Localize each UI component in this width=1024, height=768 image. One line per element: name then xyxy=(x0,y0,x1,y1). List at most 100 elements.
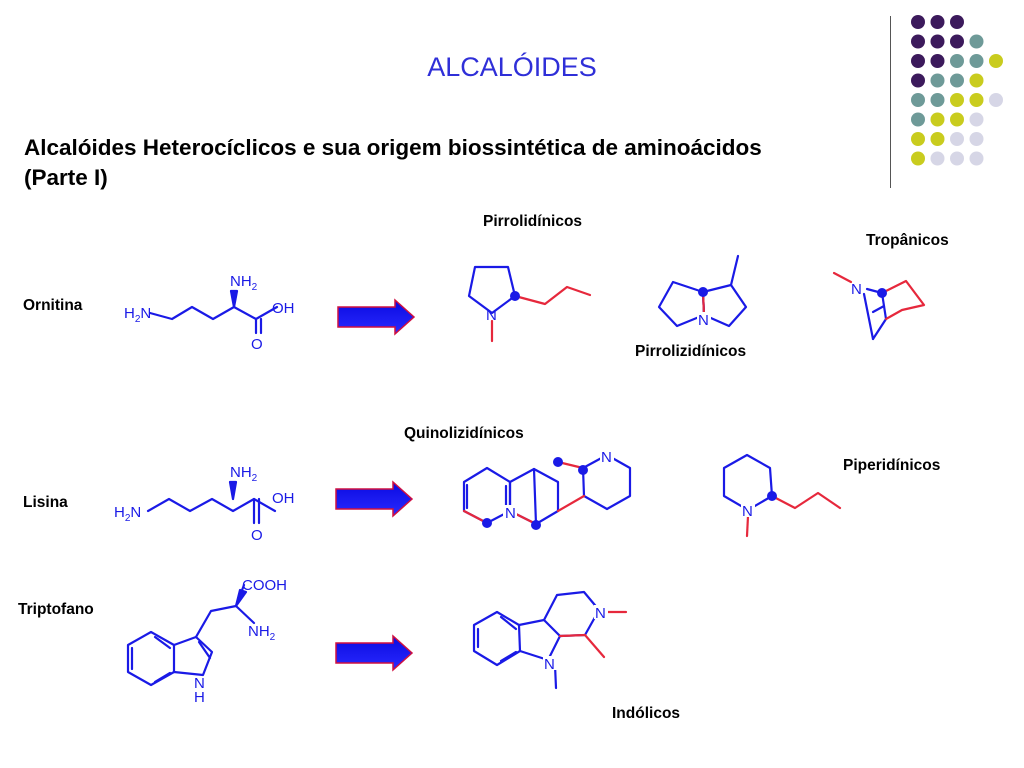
label-quinolizidinicos: Quinolizidínicos xyxy=(404,425,524,442)
decorative-dot xyxy=(950,34,964,49)
decorative-dot xyxy=(969,73,984,88)
atom-o: O xyxy=(251,527,263,544)
reaction-arrow-2 xyxy=(335,480,414,518)
carbon-dot xyxy=(531,520,541,530)
label-pirrolizidinicos: Pirrolizidínicos xyxy=(635,343,747,360)
atom-background xyxy=(697,312,711,326)
atom-n: N xyxy=(486,307,497,324)
atom-n: N xyxy=(544,656,555,673)
svg-text:H2N: H2N xyxy=(114,504,141,524)
decorative-dot xyxy=(911,132,925,146)
atom-n: N xyxy=(698,312,709,329)
decorative-dot xyxy=(969,34,984,49)
atom-subscript: 2 xyxy=(270,632,276,643)
tropanico-structure xyxy=(832,271,926,341)
atom-background xyxy=(543,656,557,670)
carbon-dot xyxy=(553,457,563,467)
atom-cooh: COOH xyxy=(242,577,287,594)
decorative-dot xyxy=(969,112,984,127)
atom-n: N xyxy=(140,305,151,322)
reaction-arrow-3 xyxy=(335,634,414,672)
atom-background xyxy=(594,605,608,619)
decorative-dot xyxy=(911,15,925,29)
atom-subscript: 2 xyxy=(252,473,258,484)
indolico-structure xyxy=(472,590,601,690)
slide-title: ALCALÓIDES xyxy=(427,52,597,82)
atom-n: N xyxy=(851,281,862,298)
carbon-dot xyxy=(510,291,520,301)
atom-nh: NH xyxy=(230,273,252,290)
atom-subscript: 2 xyxy=(135,314,141,325)
decorative-dot xyxy=(930,112,945,127)
label-pirrolidinicos: Pirrolidínicos xyxy=(483,213,583,230)
decorative-dot xyxy=(969,132,984,146)
svg-text:H2N: H2N xyxy=(124,305,151,325)
decorative-dot xyxy=(911,54,925,68)
carbon-dot xyxy=(877,288,887,298)
svg-text:NH2: NH2 xyxy=(230,273,258,293)
decorative-dot xyxy=(930,93,945,107)
decorative-dot xyxy=(969,54,984,68)
atom-n: N xyxy=(505,505,516,522)
svg-text:NH2: NH2 xyxy=(248,623,276,643)
atom-background xyxy=(741,503,755,517)
decorative-dot xyxy=(911,34,925,49)
ornitina-atom-labels: H2N NH2 OH O xyxy=(124,273,295,353)
atom-h: H xyxy=(114,504,125,521)
atom-n: N xyxy=(601,449,612,466)
decorative-dot xyxy=(969,151,984,166)
atom-oh: OH xyxy=(272,300,295,317)
label-lisina: Lisina xyxy=(23,494,68,511)
carbon-dot xyxy=(767,491,777,501)
decorative-dot xyxy=(911,151,925,166)
atom-n: N xyxy=(130,504,141,521)
decorative-dot xyxy=(989,93,1003,107)
carbon-dot xyxy=(578,465,588,475)
decorative-dot-grid xyxy=(911,15,1003,166)
decorative-dot xyxy=(969,93,984,107)
decorative-dot xyxy=(930,34,945,49)
decorative-dot xyxy=(950,112,964,127)
atom-n: N xyxy=(595,605,606,622)
ornitina-structure xyxy=(148,289,279,335)
decorative-dot xyxy=(930,73,945,88)
carbon-dot xyxy=(482,518,492,528)
subtitle-line-2: (Parte I) xyxy=(24,165,108,190)
atom-n: N xyxy=(194,675,205,692)
decorative-dot xyxy=(930,54,945,68)
triptofano-atom-labels: COOH NH2 N H xyxy=(194,577,287,706)
atom-subscript: 2 xyxy=(125,513,131,524)
svg-text:NH2: NH2 xyxy=(230,464,258,484)
decorative-dot xyxy=(911,112,925,127)
decorative-dot xyxy=(930,132,945,146)
piperidinico-structure xyxy=(722,453,842,538)
decorative-dot xyxy=(950,132,964,146)
label-triptofano: Triptofano xyxy=(18,601,94,618)
label-piperidinicos: Piperidínicos xyxy=(843,457,941,474)
atom-background xyxy=(600,449,614,463)
decorative-dot xyxy=(950,54,964,68)
subtitle-line-1: Alcalóides Heterocíclicos e sua origem b… xyxy=(24,135,762,160)
label-tropanicos: Tropânicos xyxy=(866,232,949,249)
decorative-dot xyxy=(930,151,945,166)
vertical-divider-line xyxy=(890,16,891,188)
decorative-dot xyxy=(950,151,964,166)
reaction-arrow-1 xyxy=(337,298,416,336)
atom-n: N xyxy=(742,503,753,520)
atom-subscript: 2 xyxy=(252,282,258,293)
decorative-dot xyxy=(911,93,925,107)
pirrolidinico-structure xyxy=(467,265,592,343)
decorative-dot xyxy=(950,73,964,88)
atom-oh: OH xyxy=(272,490,295,507)
decorative-dot xyxy=(930,15,945,29)
label-indolicos: Indólicos xyxy=(612,705,681,722)
decorative-dot xyxy=(950,93,964,107)
triptofano-structure xyxy=(126,583,256,687)
atom-h: H xyxy=(124,305,135,322)
slide-subtitle: Alcalóides Heterocíclicos e sua origem b… xyxy=(24,133,974,193)
lisina-structure xyxy=(146,480,277,525)
indole-new-bonds xyxy=(558,610,628,659)
atom-h: H xyxy=(194,689,205,706)
decorative-dot xyxy=(911,73,925,88)
